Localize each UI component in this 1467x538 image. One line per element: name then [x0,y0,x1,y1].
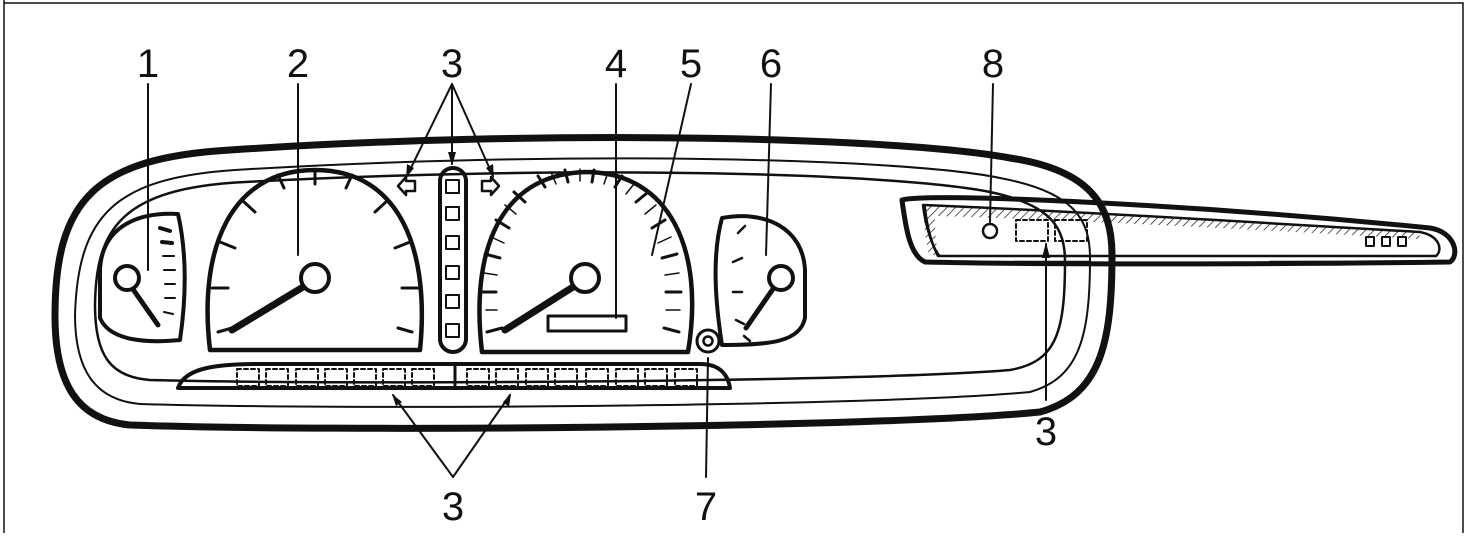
callout-6: 6 [760,42,782,86]
callout-3-top: 3 [441,42,463,86]
gauge-1-small-left [98,211,187,344]
bottom-indicator-strip [176,362,732,390]
cluster-side-view [899,83,1458,401]
callout-3-side: 3 [1035,410,1057,454]
callout-7: 7 [695,485,717,529]
warning-light-column [438,166,468,354]
callout-1: 1 [137,42,159,86]
callout-2: 2 [287,42,309,86]
callout-3-bottom: 3 [442,485,464,529]
turn-right-arrow-icon [480,175,501,197]
cluster-front-view [51,83,1116,478]
leader-lines-front [147,83,772,478]
callout-numbers: 1 2 3 4 5 6 3 7 8 3 [137,42,1057,529]
callout-4: 4 [605,42,627,86]
odometer-display [546,314,628,333]
turn-left-arrow-icon [396,175,417,197]
gauge-2-speedometer [205,167,425,353]
callout-8: 8 [982,42,1004,86]
side-indicator-light-icon [981,222,999,240]
gauge-5-tachometer [477,168,695,355]
gauge-6-small-right [713,214,807,347]
callout-5: 5 [680,42,702,86]
reset-knob-icon [695,328,721,354]
